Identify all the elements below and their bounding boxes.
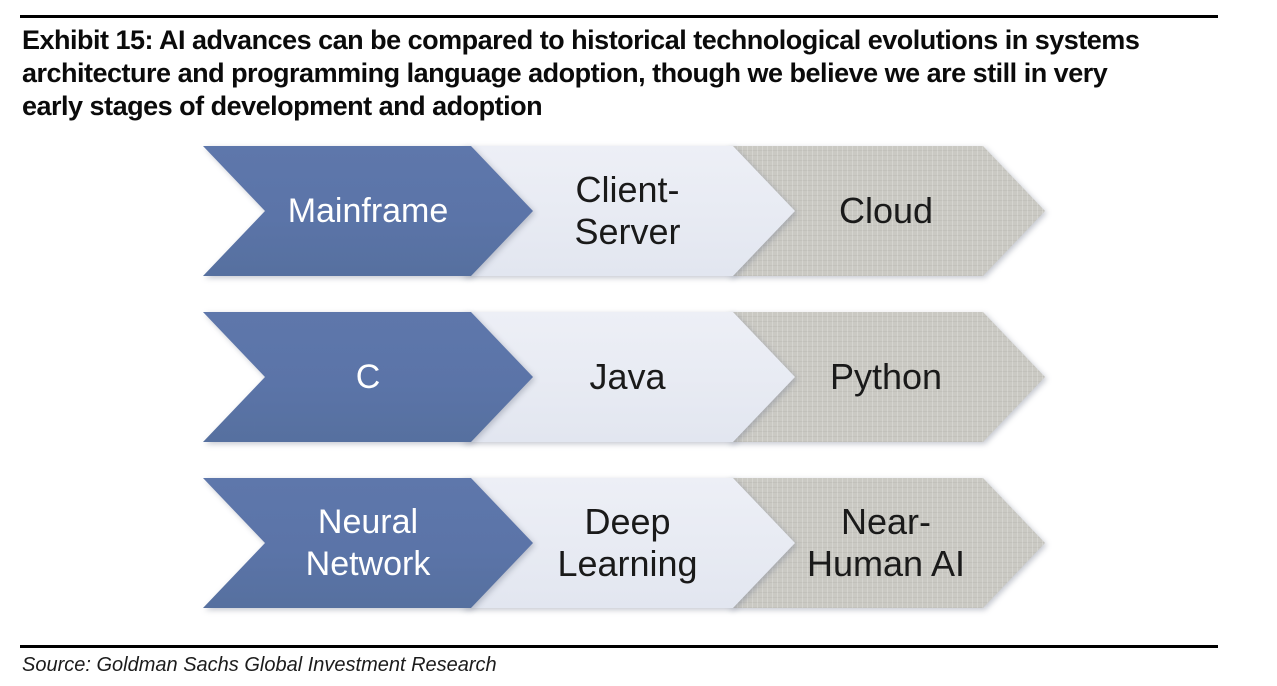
- process-row-programming-languages: C Java Python: [0, 312, 1277, 442]
- chevron-shape: Neural Network: [203, 478, 533, 608]
- chevron-shape: Mainframe: [203, 146, 533, 276]
- process-row-ai-evolution: Neural Network Deep Learning Near- Human…: [0, 478, 1277, 608]
- chevron-shape: C: [203, 312, 533, 442]
- source-attribution: Source: Goldman Sachs Global Investment …: [22, 654, 497, 676]
- stage-label: Neural Network: [305, 503, 431, 583]
- chevron-near-human-ai: Near- Human AI: [727, 478, 1045, 608]
- chevron-java: Java: [460, 312, 795, 442]
- top-rule: [20, 15, 1218, 18]
- stage-label: Python: [829, 356, 943, 397]
- bottom-rule: [20, 645, 1218, 648]
- stage-label: Deep Learning: [557, 501, 698, 584]
- process-row-systems-architecture: Mainframe Client- Server Cloud: [0, 146, 1277, 276]
- stage-label: Java: [589, 356, 666, 397]
- chevron-c: C: [203, 312, 533, 442]
- chevron-neural-network: Neural Network: [203, 478, 533, 608]
- chevron-shape: Java: [460, 312, 795, 442]
- stage-label: Near- Human AI: [806, 501, 966, 584]
- exhibit-title: Exhibit 15: AI advances can be compared …: [22, 25, 1140, 121]
- chevron-shape: Near- Human AI: [727, 478, 1045, 608]
- stage-label: Cloud: [838, 190, 934, 231]
- stage-label: Client- Server: [574, 169, 681, 252]
- stage-label: Mainframe: [287, 192, 449, 230]
- stage-label: C: [355, 358, 381, 396]
- chevron-mainframe: Mainframe: [203, 146, 533, 276]
